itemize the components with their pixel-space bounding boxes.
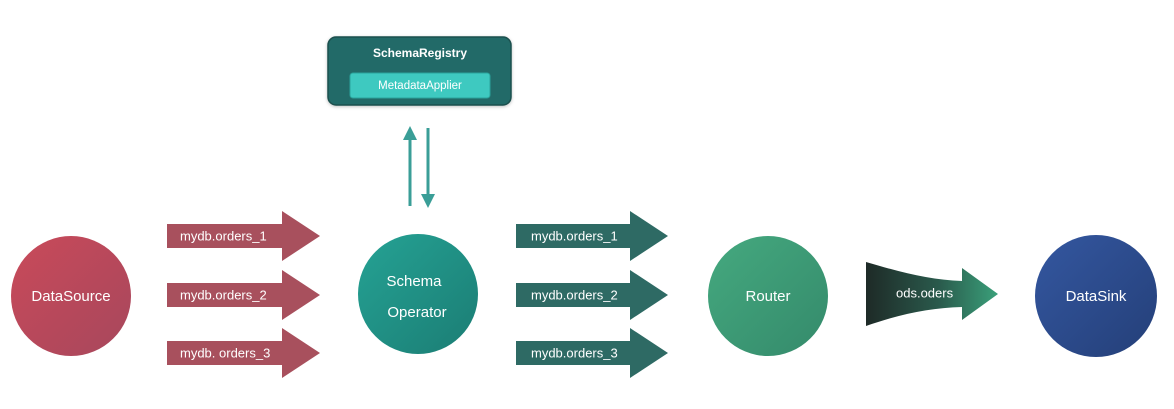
output-stream-label: mydb.orders_3: [531, 345, 618, 360]
schema-operator-label-line1: Schema: [386, 273, 442, 290]
input-stream-arrow: mydb. orders_3: [167, 328, 320, 378]
output-stream-arrow: mydb.orders_2: [516, 270, 668, 320]
output-stream-arrow: mydb.orders_3: [516, 328, 668, 378]
schema-operator-label-line2: Operator: [387, 304, 446, 321]
metadata-applier-label: MetadataApplier: [378, 80, 462, 92]
router-label: Router: [745, 288, 790, 305]
merged-stream-label: ods.oders: [896, 285, 954, 300]
input-stream-arrow: mydb.orders_2: [167, 270, 320, 320]
input-stream-label: mydb.orders_1: [180, 228, 267, 243]
metadata-applier: MetadataApplier: [349, 72, 491, 99]
datasink-node: DataSink: [1035, 235, 1157, 357]
schema-operator-node: Schema Operator: [358, 234, 478, 354]
input-stream-label: mydb. orders_3: [180, 345, 270, 360]
schema-registry-title: SchemaRegistry: [373, 46, 467, 60]
datasink-label: DataSink: [1066, 288, 1127, 305]
input-stream-label: mydb.orders_2: [180, 287, 267, 302]
schema-registry: SchemaRegistry MetadataApplier: [327, 36, 512, 106]
merged-stream-arrow: ods.oders: [866, 262, 998, 326]
router-node: Router: [708, 236, 828, 356]
output-stream-arrow: mydb.orders_1: [516, 211, 668, 261]
datasource-node: DataSource: [11, 236, 131, 356]
output-stream-label: mydb.orders_2: [531, 287, 618, 302]
arrow-down-icon: [421, 128, 435, 208]
input-stream-arrow: mydb.orders_1: [167, 211, 320, 261]
output-stream-label: mydb.orders_1: [531, 228, 618, 243]
datasource-label: DataSource: [31, 288, 110, 305]
arrow-up-icon: [403, 126, 417, 206]
registry-sync-arrows: [403, 126, 435, 208]
